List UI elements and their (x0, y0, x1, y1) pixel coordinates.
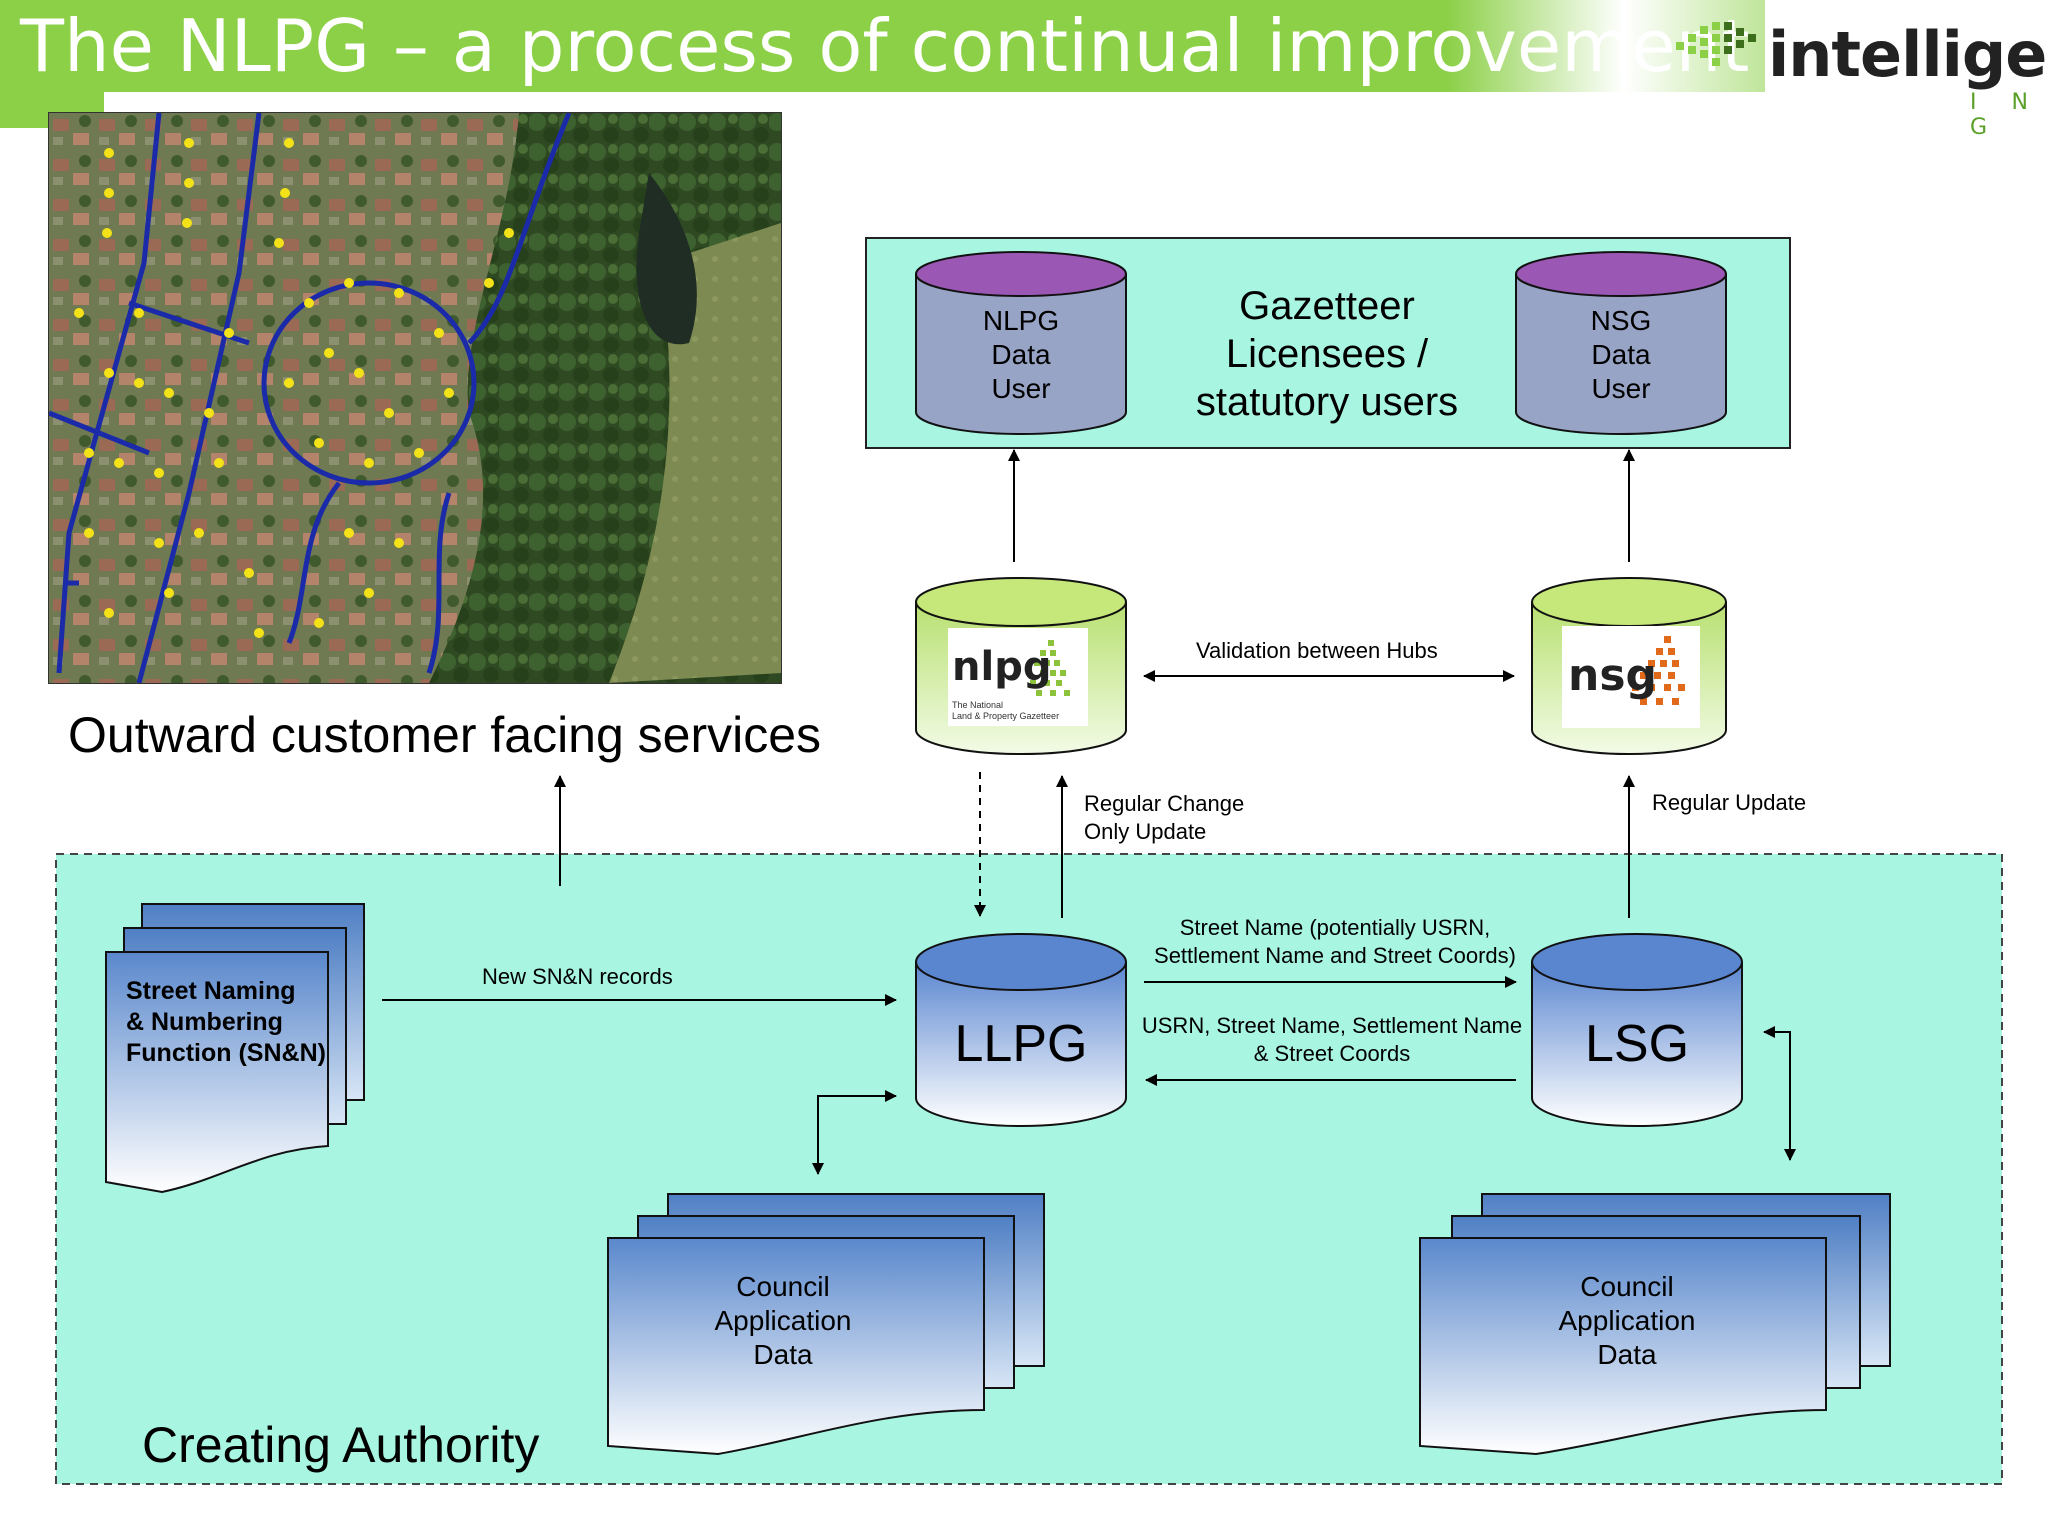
regular-change-line-1: Regular Change (1084, 791, 1245, 816)
street-name-to-lsg-label: Street Name (potentially USRN, Settlemen… (1140, 914, 1530, 970)
regular-change-line-2: Only Update (1084, 819, 1207, 844)
council-left-document-stack (607, 1193, 1045, 1456)
nlpg-user-line-3: User (991, 373, 1051, 404)
nsg-data-user-label: NSG Data User (1536, 304, 1706, 406)
title-bar (0, 0, 1765, 92)
aerial-map-image (48, 112, 782, 684)
nlpg-data-user-cylinder (915, 251, 1127, 435)
new-snn-records-label: New SN&N records (482, 964, 673, 989)
gazetteer-line-1: Gazetteer (1239, 284, 1415, 328)
usrn-to-llpg-label: USRN, Street Name, Settlement Name & Str… (1132, 1012, 1532, 1068)
validation-label: Validation between Hubs (1196, 638, 1438, 663)
brand-mark-icon (1676, 22, 1756, 66)
council-right-line-1: Council (1580, 1271, 1674, 1302)
outward-services-label: Outward customer facing services (68, 707, 822, 763)
usrn-line-1: USRN, Street Name, Settlement Name (1141, 1013, 1523, 1038)
nsg-hub-logo-text: nsg (1568, 650, 1658, 701)
council-left-label: Council Application Data (668, 1270, 898, 1372)
council-right-line-2: Application (1558, 1305, 1696, 1336)
snn-line-1: Street Naming (126, 977, 296, 1005)
council-left-line-2: Application (714, 1305, 852, 1336)
lsg-label: LSG (1584, 1015, 1690, 1073)
snn-line-2: & Numbering (126, 1008, 283, 1036)
council-right-line-3: Data (1597, 1339, 1657, 1370)
creating-authority-label: Creating Authority (142, 1417, 540, 1473)
nsg-user-line-1: NSG (1590, 305, 1652, 336)
nsg-data-user-cylinder (1515, 251, 1727, 435)
slide-title: The NLPG – a process of continual improv… (20, 4, 1750, 88)
nlpg-user-line-2: Data (991, 339, 1051, 370)
nlpg-data-user-label: NLPG Data User (936, 304, 1106, 406)
arrow-lsg-council-right (1763, 1026, 1796, 1161)
brand-logo: intelligent I N G (1670, 14, 2048, 140)
nlpg-caption-line-2: Land & Property Gazetteer (952, 711, 1060, 721)
brand-name: intelligent (1768, 18, 2048, 91)
llpg-label: LLPG (954, 1015, 1088, 1073)
nlpg-hub-logo-text: nlpg (952, 644, 1052, 690)
lsg-cylinder (1531, 933, 1743, 1127)
council-left-line-3: Data (753, 1339, 813, 1370)
snn-label: Street Naming & Numbering Function (SN&N… (126, 976, 326, 1069)
usrn-line-2: & Street Coords (1253, 1041, 1411, 1066)
nlpg-user-line-1: NLPG (982, 305, 1060, 336)
nsg-user-line-2: Data (1591, 339, 1651, 370)
regular-update-label: Regular Update (1652, 790, 1807, 815)
nlpg-caption-line-1: The National (952, 700, 1004, 710)
arrow-llpg-council-left (812, 1090, 897, 1175)
nsg-logo-icon (1632, 636, 1685, 705)
gazetteer-box-label: Gazetteer Licensees / statutory users (1172, 282, 1482, 426)
snn-document-stack (105, 903, 365, 1194)
council-right-document-stack (1419, 1193, 1891, 1456)
snn-line-3: Function (SN&N) (126, 1039, 326, 1067)
gazetteer-line-3: statutory users (1195, 380, 1459, 424)
nlpg-hub-cylinder (915, 577, 1127, 755)
regular-change-label: Regular Change Only Update (1084, 790, 1244, 846)
brand-subtitle: I N G (1970, 90, 2042, 140)
nlpg-logo-icon (1030, 640, 1070, 696)
council-right-label: Council Application Data (1512, 1270, 1742, 1372)
gazetteer-line-2: Licensees / (1225, 332, 1429, 376)
nsg-user-line-3: User (1591, 373, 1651, 404)
street-name-line-2: Settlement Name and Street Coords) (1154, 943, 1516, 968)
llpg-cylinder (915, 933, 1127, 1127)
street-name-line-1: Street Name (potentially USRN, (1179, 915, 1491, 940)
nsg-hub-cylinder (1531, 577, 1727, 755)
council-left-line-1: Council (736, 1271, 830, 1302)
nlpg-hub-caption: The National Land & Property Gazetteer (952, 700, 1059, 722)
